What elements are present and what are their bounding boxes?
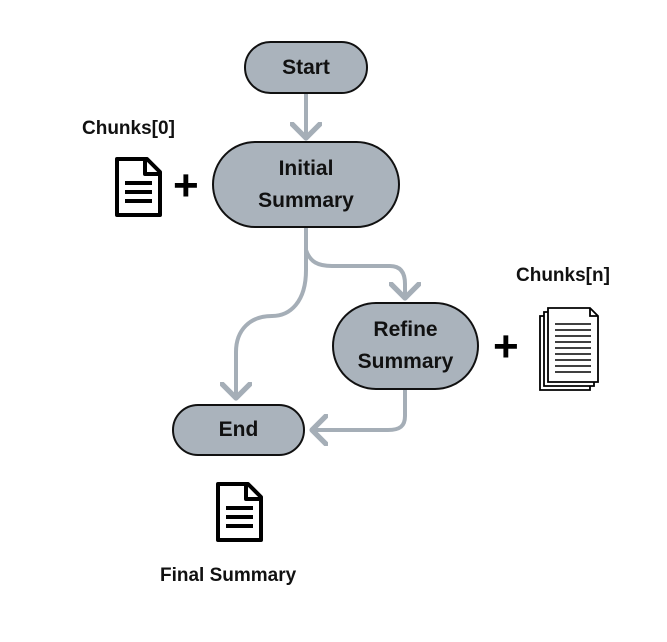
initial-summary-node: Initial Summary [212, 141, 400, 228]
refine-summary-label: Refine Summary [357, 318, 454, 373]
chunks-n-label: Chunks[n] [516, 265, 610, 286]
plus-icon: + [173, 161, 199, 210]
start-node-label: Start [282, 55, 330, 79]
stacked-documents-icon [539, 307, 599, 391]
initial-summary-label: Initial Summary [258, 156, 354, 212]
end-node-label: End [218, 418, 259, 441]
chunks-first-label: Chunks[0] [82, 118, 175, 139]
refine-summary-node: Refine Summary [332, 302, 479, 390]
document-icon [115, 157, 162, 217]
arrow-initial-to-refine [304, 248, 405, 298]
final-summary-label: Final Summary [160, 565, 297, 586]
arrow-initial-to-end [236, 226, 308, 398]
arrow-refine-to-end [312, 388, 407, 430]
plus-icon: + [493, 322, 519, 371]
start-node: Start [244, 41, 368, 94]
document-icon [216, 482, 263, 542]
end-node: End [172, 404, 305, 456]
